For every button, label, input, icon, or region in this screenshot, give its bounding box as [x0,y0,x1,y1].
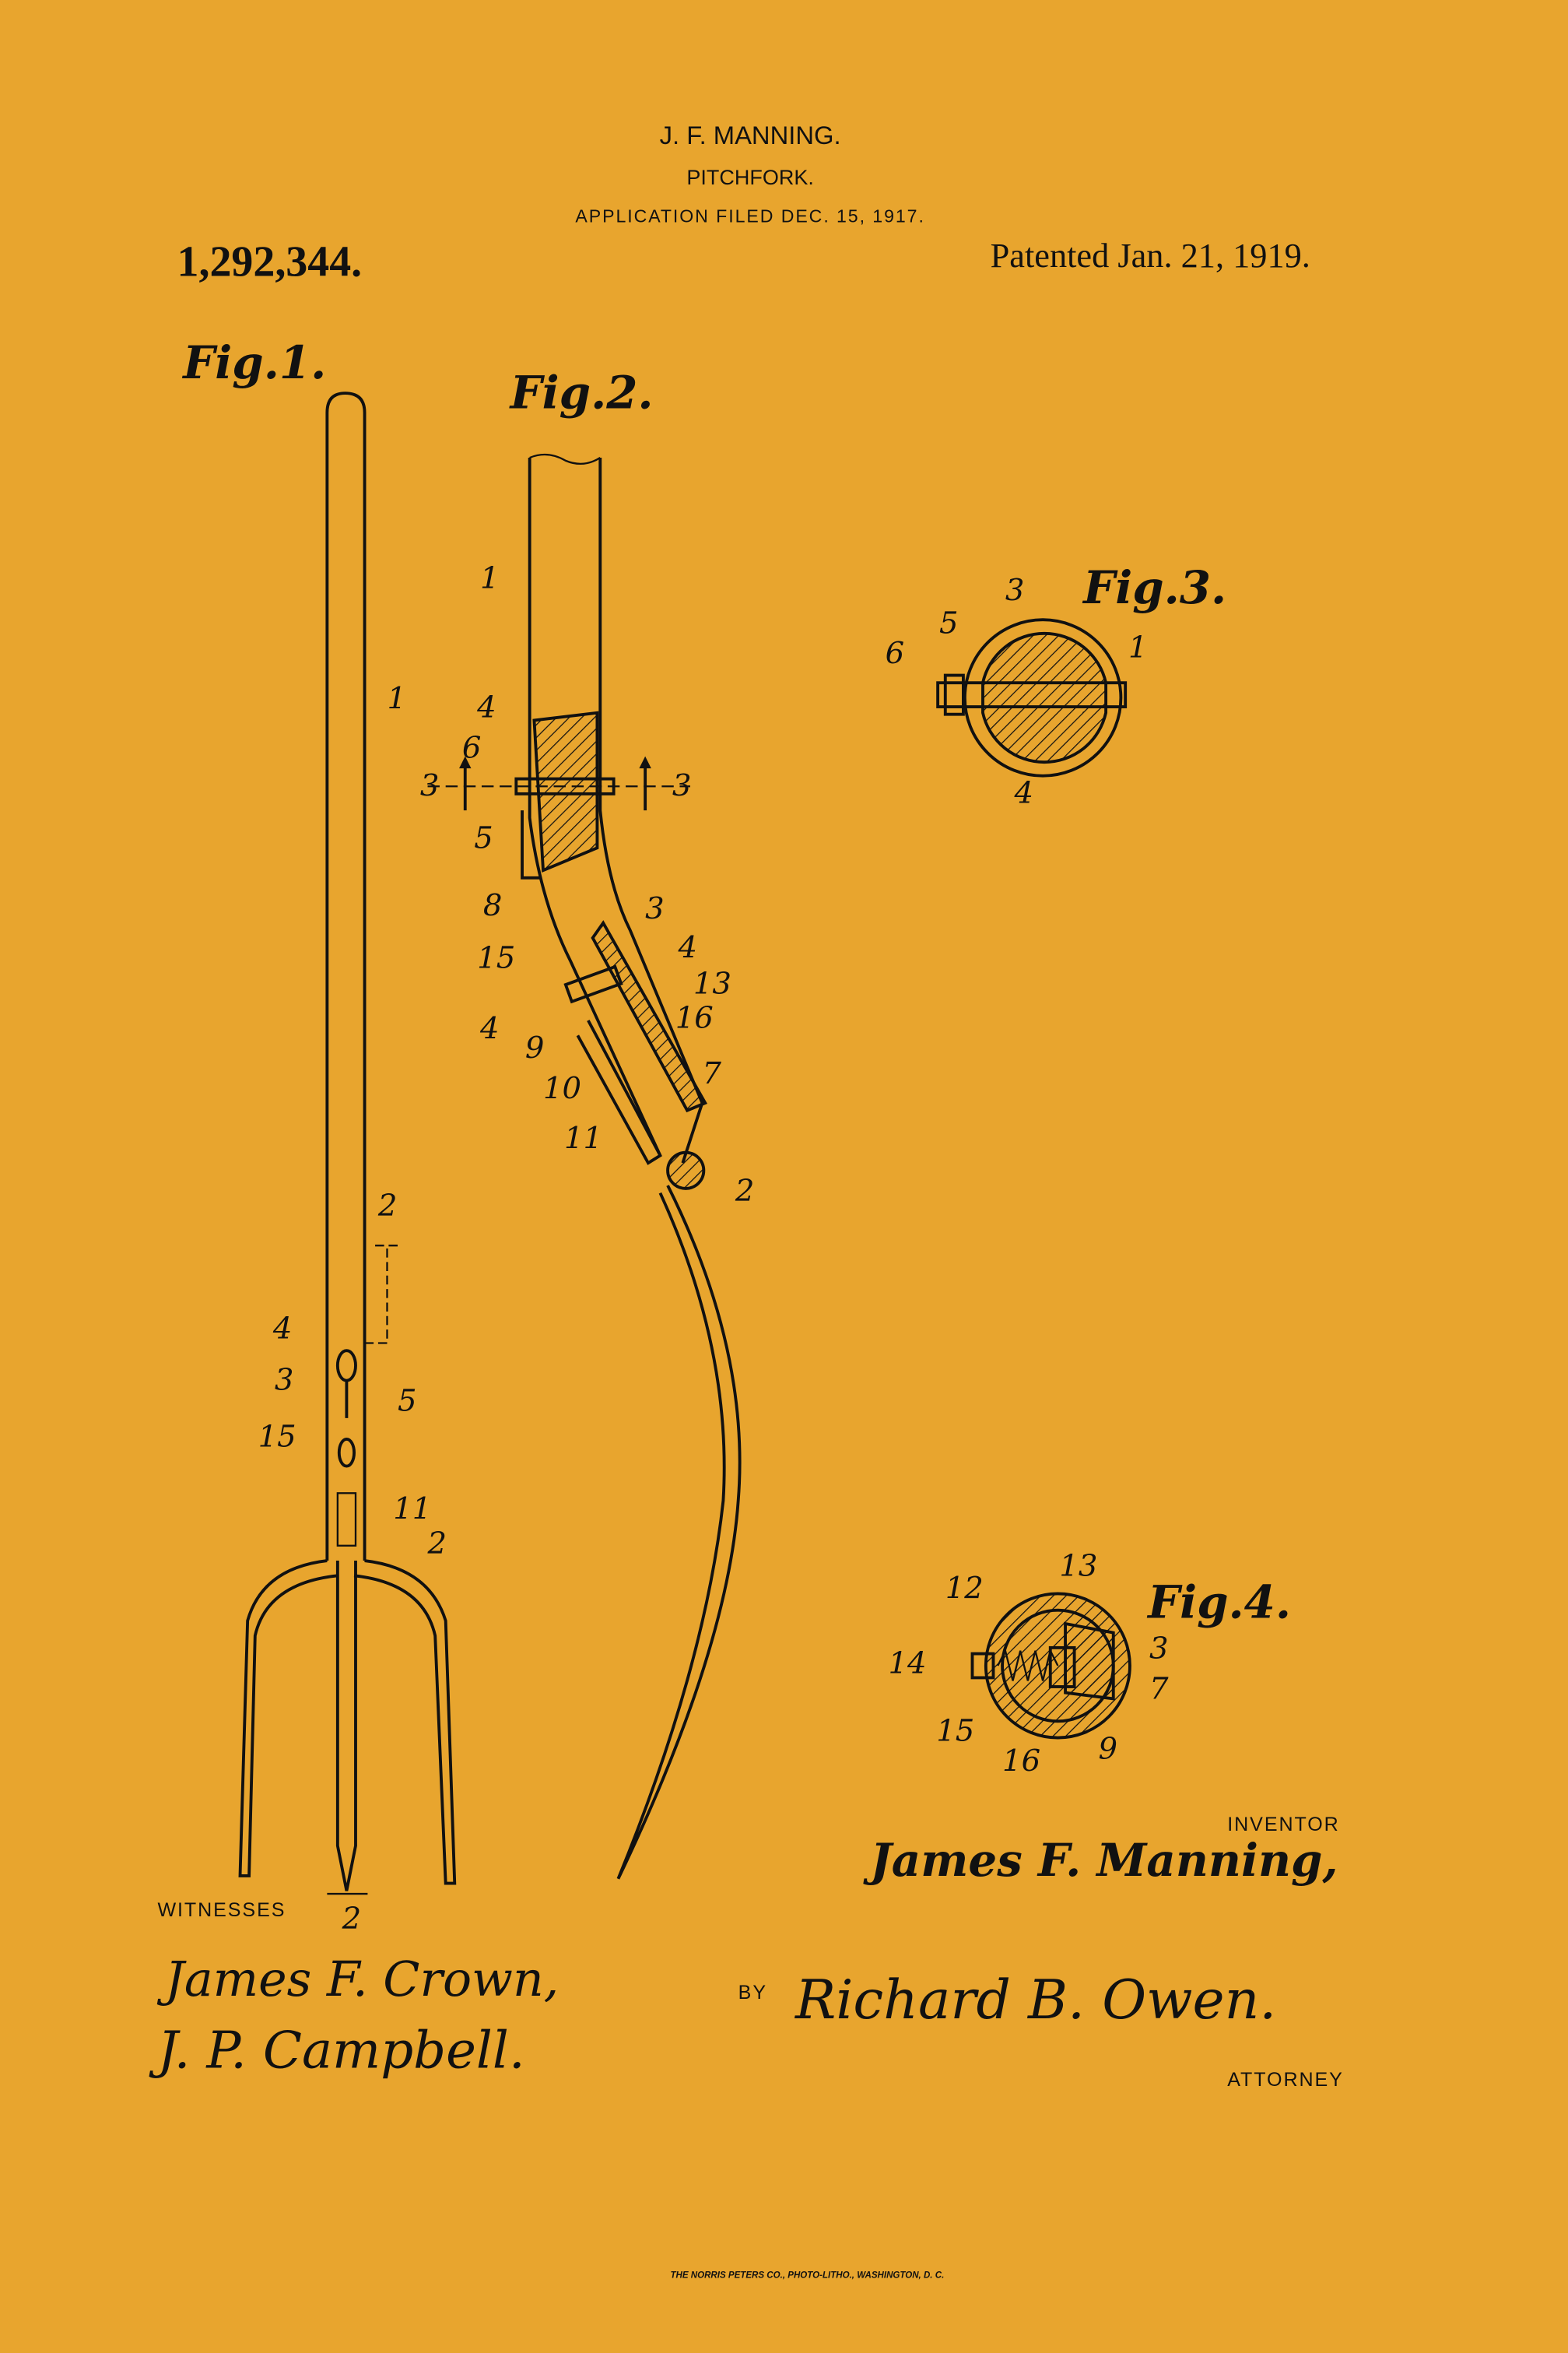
ref-numeral: 4 [1013,775,1033,810]
ref-numeral: 2 [342,1901,362,1936]
fig4-drawing: 12 13 14 3 7 15 16 9 [889,1548,1170,1779]
ref-numeral: 1 [1128,630,1148,665]
ref-numeral: 16 [675,1001,714,1036]
fig2-reference-numerals: 1 4 6 3 3 5 8 3 15 4 13 16 4 9 7 10 11 2 [420,561,754,1209]
printer-credit: THE NORRIS PETERS CO., PHOTO-LITHO., WAS… [670,2271,944,2281]
ref-numeral: 6 [462,731,482,766]
by-label: BY [738,1982,767,2004]
ref-numeral: 15 [477,941,515,976]
ref-numeral: 2 [427,1526,447,1561]
ref-numeral: 3 [645,891,665,926]
invention-title: PITCHFORK. [686,166,813,189]
witness-signature-1: James F. Crown, [156,1951,559,2007]
ref-numeral: 10 [543,1071,581,1106]
ref-numeral: 5 [939,606,959,641]
ref-numeral: 7 [702,1056,721,1091]
ref-numeral: 3 [1005,573,1025,608]
application-filed: APPLICATION FILED DEC. 15, 1917. [575,205,924,226]
inventor-label: INVENTOR [1227,1814,1339,1835]
witnesses-label: WITNESSES [157,1899,286,1921]
witness-signature-2: J. P. Campbell. [148,2021,524,2081]
ref-numeral: 1 [387,681,406,716]
fig2-drawing: 1 4 6 3 3 5 8 3 15 4 13 16 4 9 7 10 11 2 [420,453,754,1880]
patented-date: Patented Jan. 21, 1919. [991,236,1310,275]
ref-numeral: 3 [420,768,440,803]
ref-numeral: 4 [678,930,698,965]
ref-numeral: 11 [393,1491,431,1526]
fig1-drawing: 1 2 4 3 5 15 11 2 2 [238,392,457,1936]
ref-numeral: 15 [936,1713,974,1748]
fig3-drawing: 3 5 6 1 4 [886,573,1148,810]
fig1-reference-numerals: 1 2 4 3 5 15 11 2 2 [258,681,447,1936]
ref-numeral: 11 [564,1121,602,1156]
fig4-label: Fig.4. [1146,1575,1291,1628]
ref-numeral: 2 [735,1173,755,1208]
fig3-label: Fig.3. [1082,561,1226,614]
attorney-signature: Richard B. Owen. [794,1969,1276,2032]
fig2-label: Fig.2. [509,366,654,419]
fig4-reference-numerals: 12 13 14 3 7 15 16 9 [889,1548,1170,1779]
ref-numeral: 6 [886,636,905,671]
fig1-label: Fig.1. [181,336,326,389]
ref-numeral: 7 [1149,1671,1169,1706]
ref-numeral: 13 [693,966,731,1001]
ref-numeral: 5 [474,820,493,855]
ref-numeral: 3 [672,768,692,803]
attorney-label: ATTORNEY [1227,2069,1344,2091]
ref-numeral: 1 [480,561,500,596]
ref-numeral: 4 [476,690,496,725]
ref-numeral: 15 [258,1420,296,1455]
fig3-reference-numerals: 3 5 6 1 4 [886,573,1148,810]
ref-numeral: 3 [275,1362,294,1397]
ref-numeral: 9 [1098,1732,1117,1767]
ref-numeral: 9 [525,1031,545,1066]
ref-numeral: 3 [1149,1631,1169,1666]
inventor-name-heading: J. F. MANNING. [660,121,841,149]
ref-numeral: 4 [479,1011,500,1046]
ref-numeral: 12 [945,1571,984,1606]
ref-numeral: 14 [889,1646,927,1681]
ref-numeral: 13 [1059,1548,1097,1583]
ref-numeral: 4 [272,1312,293,1347]
ref-numeral: 2 [377,1189,398,1224]
patent-number: 1,292,344. [177,238,363,286]
ref-numeral: 8 [483,888,503,923]
inventor-signature: James F. Manning, [862,1834,1338,1887]
ref-numeral: 5 [398,1383,417,1418]
ref-numeral: 16 [1002,1744,1040,1779]
